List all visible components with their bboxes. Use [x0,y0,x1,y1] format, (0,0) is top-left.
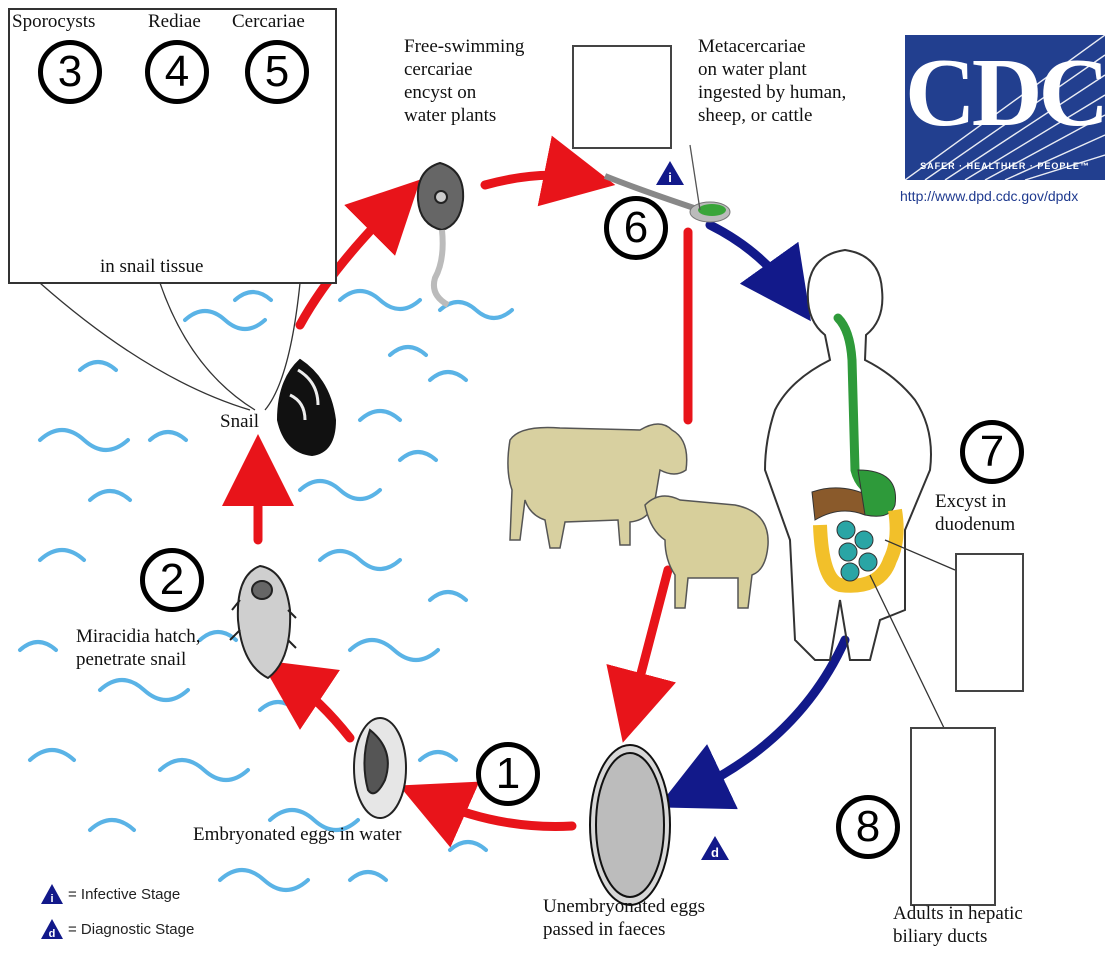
miracidium-image [230,566,296,678]
inset-pointer-lines [40,283,300,410]
excysted-fluke-frame [955,553,1024,692]
free-cercaria-image [418,163,463,305]
svg-text:i: i [50,893,53,905]
legend-infective-icon: i [40,883,64,905]
stage-2-badge: 2 [140,548,204,612]
human-outline-image [765,250,931,660]
unembryonated-eggs-label: Unembryonated eggs passed in faeces [543,895,705,941]
unembryonated-egg-image [590,745,670,905]
metacercaria-frame [572,45,672,149]
snail-label: Snail [220,410,259,433]
cdc-logo-text: CDC [905,37,1105,149]
cdc-logo: CDC SAFER · HEALTHIER · PEOPLE™ [905,35,1105,180]
legend-diagnostic-text: = Diagnostic Stage [68,921,194,938]
sporocysts-label: Sporocysts [12,10,95,33]
adults-label: Adults in hepatic biliary ducts [893,902,1023,948]
excyst-label: Excyst in duodenum [935,490,1015,536]
stage-7-badge: 7 [960,420,1024,484]
infective-stage-marker: i [655,160,685,186]
diagnostic-stage-marker: d [700,835,730,861]
embryonated-egg-image [354,718,406,818]
stage-5-badge: 5 [245,40,309,104]
free-swimming-label: Free-swimming cercariae encyst on water … [404,35,524,127]
metacercariae-label: Metacercariae on water plant ingested by… [698,35,846,127]
cercariae-label: Cercariae [232,10,305,33]
stage-6-badge: 6 [604,196,668,260]
svg-text:d: d [49,928,56,940]
legend-diagnostic-icon: d [40,918,64,940]
diagnostic-marker-letter: d [711,845,719,860]
digestive-tract-image [812,318,897,586]
legend-infective-text: = Infective Stage [68,886,180,903]
cdc-url-link[interactable]: http://www.dpd.cdc.gov/dpdx [900,188,1078,204]
snail-image [278,360,335,455]
stage-8-badge: 8 [836,795,900,859]
rediae-label: Rediae [148,10,201,33]
stage-3-badge: 3 [38,40,102,104]
cdc-tagline: SAFER · HEALTHIER · PEOPLE™ [905,161,1105,171]
stage-1-badge: 1 [476,742,540,806]
miracidia-label: Miracidia hatch, penetrate snail [76,625,201,671]
adult-fluke-frame [910,727,996,906]
infective-marker-letter: i [668,170,672,185]
stage-4-badge: 4 [145,40,209,104]
embryonated-eggs-label: Embryonated eggs in water [193,823,401,846]
snail-tissue-caption: in snail tissue [100,255,203,278]
legend-infective: i = Infective Stage [40,883,180,905]
legend-diagnostic: d = Diagnostic Stage [40,918,194,940]
